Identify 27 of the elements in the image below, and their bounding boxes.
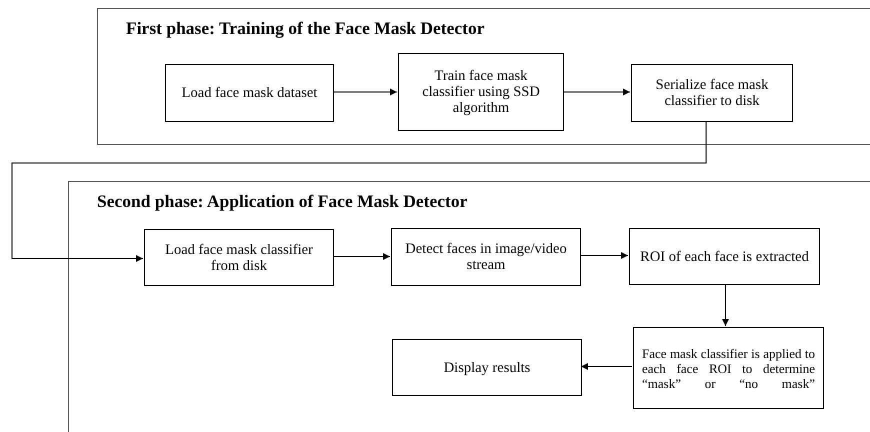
phase-heading: Second phase: Application of Face Mask Detector: [97, 191, 468, 213]
arrow: [12, 120, 707, 262]
box-text: Serialize face mask classifier to disk: [654, 77, 770, 109]
arrow: [722, 284, 729, 326]
arrow: [562, 88, 630, 96]
arrow: [580, 363, 632, 370]
arrow: [332, 88, 398, 96]
box-text: Display results: [444, 360, 530, 376]
box-text: Face mask classifier is applied to each face ROI to determine “mask” or “no mask”: [642, 346, 815, 390]
box-text: ROI of each face is extracted: [640, 248, 809, 264]
box-text: Train face mask classifier using SSD algorithm: [421, 68, 541, 116]
process-box: [144, 229, 334, 286]
phase-panel: [68, 181, 870, 432]
phase-panel: [97, 8, 870, 145]
arrow: [332, 253, 390, 260]
process-box: [631, 64, 793, 122]
process-box: [398, 53, 564, 131]
process-box: [391, 228, 581, 286]
process-box: [392, 339, 582, 396]
box-text: Load face mask dataset: [182, 85, 318, 101]
process-box: [165, 64, 334, 122]
box-text: Load face mask classifier from disk: [164, 242, 314, 274]
phase-heading: First phase: Training of the Face Mask Detector: [126, 18, 485, 40]
process-box: [629, 228, 820, 285]
arrow: [580, 252, 628, 259]
process-box: [633, 327, 824, 409]
box-text: Detect faces in image/video stream: [404, 241, 568, 273]
